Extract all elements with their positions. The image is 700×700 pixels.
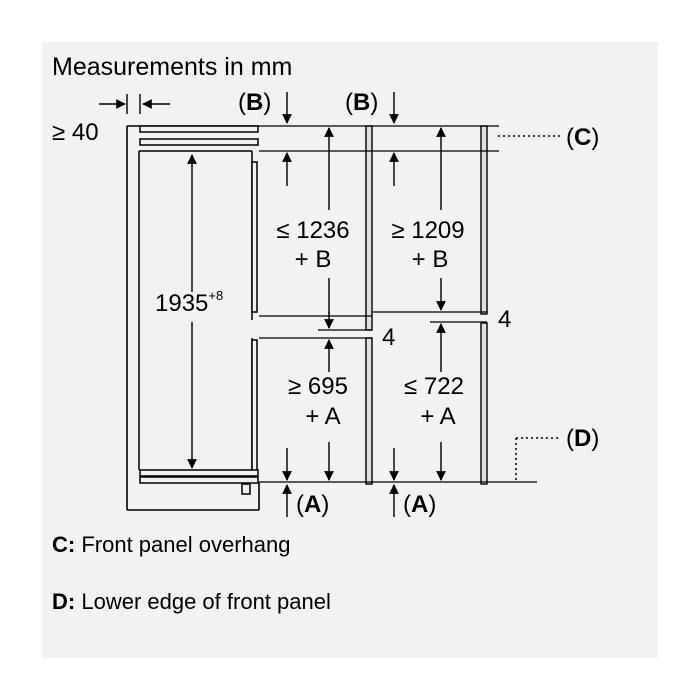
legend-d-text: Lower edge of front panel — [81, 589, 331, 614]
legend-d-key: D: — [52, 589, 76, 614]
dimension-arrows — [99, 92, 446, 517]
legend-d: D: Lower edge of front panel — [52, 589, 331, 615]
reference-lines — [259, 125, 537, 483]
bottom-plinth — [139, 469, 259, 495]
dotted-references — [498, 135, 560, 482]
cabinet-outline — [126, 125, 260, 511]
door-panels — [365, 125, 488, 485]
marker-c: (C) — [566, 124, 599, 151]
marker-b-right: (B) — [345, 89, 378, 116]
top-plates — [139, 125, 259, 146]
diagram-title: Measurements in mm — [52, 53, 292, 81]
upper-left-plus-b: + B — [295, 246, 332, 273]
legend-c-text: Front panel overhang — [81, 532, 291, 557]
legend-c: C: Front panel overhang — [52, 532, 290, 558]
overall-height-label: 1935+8 — [155, 288, 223, 317]
marker-d: (D) — [566, 425, 599, 452]
legend-c-key: C: — [52, 532, 76, 557]
min-gap-label: ≥ 40 — [52, 119, 99, 146]
marker-a-left: (A) — [296, 491, 329, 518]
lower-left-height: ≥ 695 — [288, 373, 348, 400]
upper-left-height: ≤ 1236 — [276, 217, 349, 244]
marker-b-left: (B) — [238, 89, 271, 116]
upper-right-height: ≥ 1209 — [391, 217, 464, 244]
upper-right-plus-b: + B — [412, 246, 449, 273]
gap-left-label: 4 — [382, 324, 395, 351]
gap-right-label: 4 — [498, 306, 511, 333]
lower-right-plus-a: + A — [420, 403, 455, 430]
appliance-body — [138, 150, 258, 476]
lower-left-plus-a: + A — [305, 403, 340, 430]
marker-a-right: (A) — [403, 491, 436, 518]
lower-right-height: ≤ 722 — [404, 373, 464, 400]
